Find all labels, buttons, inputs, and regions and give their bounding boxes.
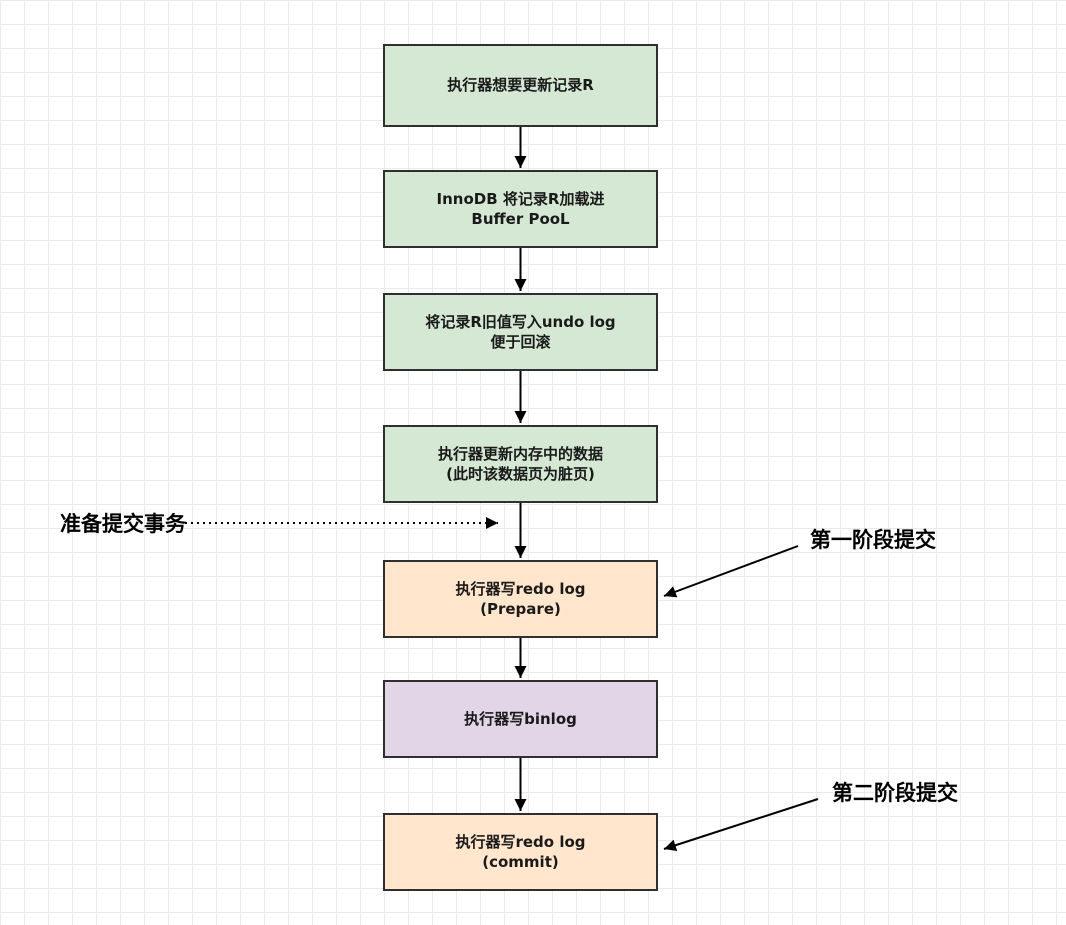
label-phase-one-commit: 第一阶段提交 <box>810 528 936 552</box>
node-write-undo-log: 将记录R旧值写入undo log 便于回滚 <box>383 293 658 371</box>
node-write-redo-log-commit: 执行器写redo log (commit) <box>383 813 658 891</box>
node-update-memory-dirty-page: 执行器更新内存中的数据 (此时该数据页为脏页) <box>383 425 658 503</box>
node-write-redo-log-prepare: 执行器写redo log (Prepare) <box>383 560 658 638</box>
label-phase-two-commit: 第二阶段提交 <box>832 781 958 805</box>
node-executor-update-request: 执行器想要更新记录R <box>383 44 658 127</box>
arrow-phase-one <box>663 545 799 598</box>
node-innodb-load-buffer-pool: InnoDB 将记录R加载进 Buffer PooL <box>383 170 658 248</box>
node-write-binlog: 执行器写binlog <box>383 680 658 758</box>
arrow-phase-two <box>663 798 819 852</box>
label-prepare-commit-transaction: 准备提交事务 <box>60 512 186 536</box>
